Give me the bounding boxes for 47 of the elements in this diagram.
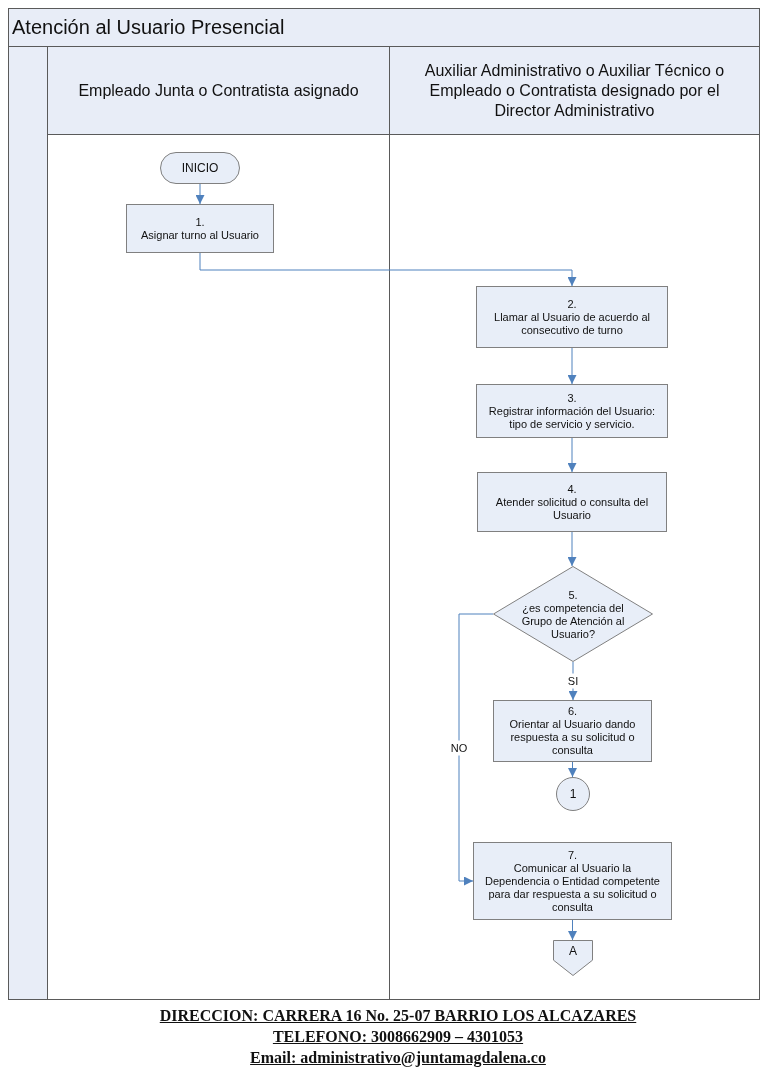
step-text: Atender solicitud o consulta del Usuario — [494, 495, 650, 522]
flow-arrow — [568, 919, 577, 941]
process-box — [473, 842, 672, 920]
edge-label: NO — [448, 740, 470, 755]
step-text: Registrar información del Usuario: tipo de servicio y servicio. — [487, 404, 657, 431]
swimlane — [47, 47, 389, 999]
step-text: Llamar al Usuario de acuerdo al consecutivo de turno — [493, 310, 651, 337]
flow-arrow — [568, 661, 578, 701]
step-number: 7. — [567, 848, 578, 862]
step-number: 3. — [567, 391, 577, 405]
connector-label: 1 — [569, 787, 577, 801]
lane-header: Auxiliar Administrativo o Auxiliar Técnico o Empleado o Contratista designado por el Director Administrativo — [390, 47, 759, 135]
footer-text: DIRECCION: CARRERA 16 No. 25-07 BARRIO LOS ALCAZARES — [159, 1006, 637, 1025]
process-box — [493, 700, 652, 762]
decision-question: ¿es competencia del Grupo de Atención al Usuario? — [520, 602, 626, 641]
process-box — [126, 204, 274, 253]
start-terminal — [160, 152, 240, 184]
footer-text: TELEFONO: 3008662909 – 4301053 — [272, 1027, 524, 1046]
connector-label: A — [569, 945, 577, 958]
flow-arrow — [568, 761, 577, 778]
swimlane — [389, 47, 759, 999]
footer-text: Email: administrativo@juntamagdalena.co — [250, 1048, 546, 1067]
flow-arrow — [195, 183, 205, 205]
flow-arrow — [199, 252, 577, 287]
decision-diamond — [493, 566, 653, 662]
step-number: 6. — [567, 705, 578, 718]
step-number: 2. — [567, 297, 577, 311]
process-box — [476, 286, 668, 348]
step-number: 5. — [568, 589, 578, 602]
flow-arrow — [458, 613, 494, 886]
lane-header: Empleado Junta o Contratista asignado — [48, 47, 389, 135]
step-text: Comunicar al Usuario la Dependencia o Entidad competente para dar respuesta a su solicitud o consulta — [484, 861, 661, 914]
process-box — [477, 472, 667, 532]
pool-title: Atención al Usuario Presencial — [9, 9, 759, 47]
step-text: Orientar al Usuario dando respuesta a su solicitud o consulta — [508, 718, 637, 757]
step-number: 1. — [195, 215, 205, 229]
edge-label: SI — [565, 673, 581, 689]
flow-arrow — [567, 437, 577, 473]
step-text: Asignar turno al Usuario — [141, 228, 259, 242]
swimlane-pool — [8, 8, 760, 1000]
process-box — [476, 384, 668, 438]
connector-circle — [556, 777, 590, 811]
flow-arrow — [567, 347, 577, 385]
offpage-connector — [553, 940, 593, 976]
terminal-label: INICIO — [181, 161, 219, 175]
step-number: 4. — [567, 482, 577, 496]
flow-arrow — [567, 531, 577, 567]
